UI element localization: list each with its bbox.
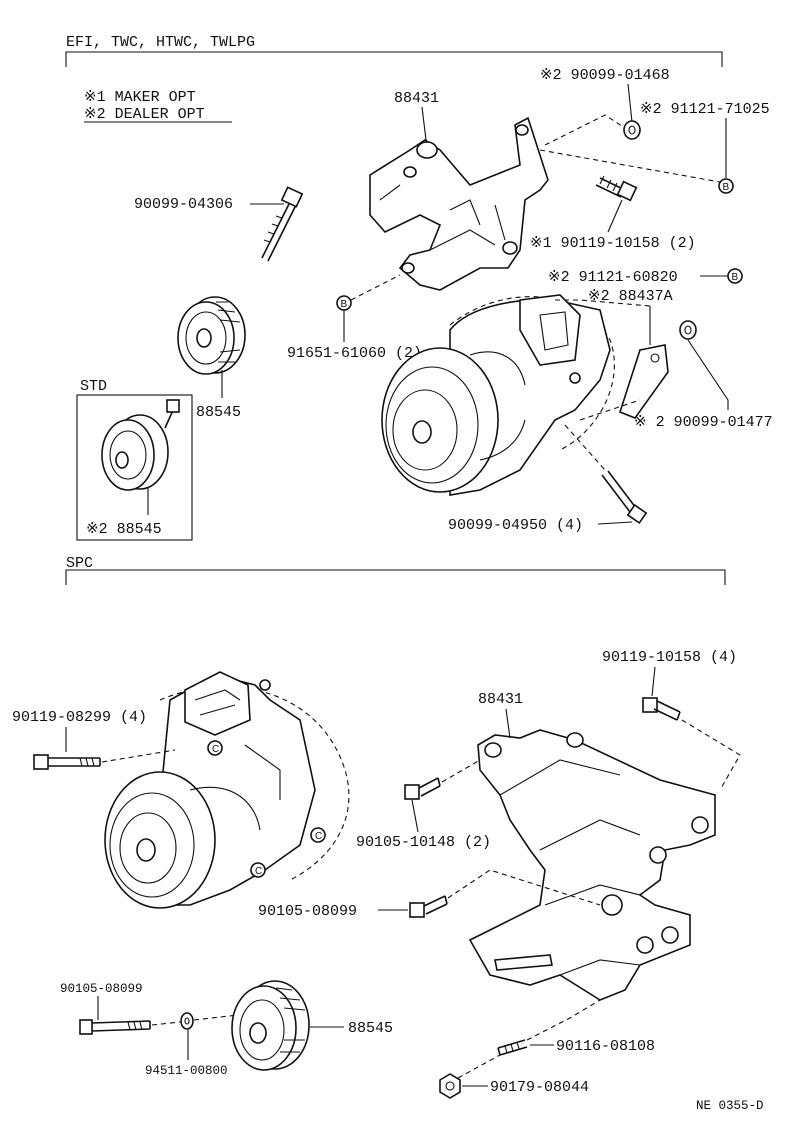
section-bracket-top <box>65 51 723 67</box>
bolt-90119-10158-spc <box>642 697 681 721</box>
dashed-line-90119-08299 <box>101 749 176 763</box>
label-91651-61060: 91651-61060 (2) <box>287 345 422 362</box>
label-88545-spc: 88545 <box>348 1020 393 1037</box>
bolt-90116-08108 <box>497 1039 528 1056</box>
label-90105-10148: 90105-10148 (2) <box>356 834 491 851</box>
svg-text:C: C <box>255 866 262 877</box>
note-maker-opt: ※1 MAKER OPT <box>84 89 196 106</box>
dashed-line-90105-08099-a <box>447 869 601 906</box>
bolt-90105-08099-a <box>409 895 448 918</box>
dashed-line-90116-08108 <box>526 999 601 1041</box>
label-90105-08099-a: 90105-08099 <box>258 903 357 920</box>
leader-90099-01477 <box>687 339 729 410</box>
bolt-90105-10148 <box>404 777 441 800</box>
leader-90119-10158-top <box>607 199 623 233</box>
nut-90179-08044 <box>439 1073 461 1099</box>
washer-90099-01477 <box>679 320 697 340</box>
svg-text:C: C <box>315 831 322 842</box>
label-90099-01477: ※ 2 90099-01477 <box>634 414 773 431</box>
leader-90099-01468 <box>627 83 633 123</box>
figure-code: NE 0355-D <box>696 1099 764 1113</box>
dashed-line-pulley-spc-b <box>193 1014 239 1021</box>
compressor-spc: C C C <box>104 671 350 909</box>
dashed-lines-compressor-top <box>555 299 651 471</box>
label-88437A: ※2 88437A <box>588 288 673 305</box>
label-90099-01468: ※2 90099-01468 <box>540 67 670 84</box>
label-88431-top: 88431 <box>394 90 439 107</box>
bolt-90119-10158-top <box>595 175 638 202</box>
bolt-90105-08099-b <box>79 1019 151 1035</box>
leader-88431-top <box>421 106 427 141</box>
leader-90099-04950 <box>597 521 633 525</box>
svg-text:B: B <box>341 299 348 310</box>
note-dealer-opt: ※2 DEALER OPT <box>84 106 205 123</box>
pulley-88545-std <box>101 399 180 491</box>
dashed-line-90179-08044 <box>457 1054 501 1079</box>
label-94511-00800: 94511-00800 <box>145 1064 228 1078</box>
dashed-line-90105-10148 <box>441 759 481 783</box>
compressor-top <box>381 294 615 496</box>
section-title-std: STD <box>80 378 107 395</box>
section-title-spc: SPC <box>66 555 93 572</box>
svg-text:B: B <box>732 272 739 283</box>
label-88545-top: 88545 <box>196 404 241 421</box>
label-90099-04950: 90099-04950 (4) <box>448 517 583 534</box>
leader-90119-10158-spc <box>651 666 656 697</box>
label-90116-08108: 90116-08108 <box>556 1038 655 1055</box>
section-title-efi: EFI, TWC, HTWC, TWLPG <box>66 34 255 51</box>
bolt-90099-04950 <box>601 470 648 525</box>
dashed-line-90119-10158-spc <box>681 719 741 791</box>
ref-b-marker-1 <box>718 178 734 194</box>
dashed-line-top-right <box>539 114 721 183</box>
ref-b-marker-3 <box>727 268 743 284</box>
label-90099-04306: 90099-04306 <box>134 196 233 213</box>
label-90119-10158-top: ※1 90119-10158 (2) <box>530 235 696 252</box>
dashed-line-b2 <box>350 274 401 301</box>
label-90105-08099-b: 90105-08099 <box>60 982 143 996</box>
svg-text:B: B <box>723 182 730 193</box>
bracket-88431-spc <box>468 729 716 1001</box>
bracket-88431-top <box>369 116 549 291</box>
leader-90105-10148 <box>411 799 419 833</box>
label-90179-08044: 90179-08044 <box>490 1079 589 1096</box>
label-90119-10158-spc: 90119-10158 (4) <box>602 649 737 666</box>
washer-94511-00800 <box>180 1012 194 1030</box>
washer-90099-01468 <box>623 120 641 140</box>
pulley-88545-spc <box>231 980 310 1071</box>
label-88431-spc: 88431 <box>478 691 523 708</box>
label-91121-71025: ※2 91121-71025 <box>640 101 770 118</box>
pulley-88545-top <box>177 296 246 375</box>
label-90119-08299: 90119-08299 (4) <box>12 709 147 726</box>
bolt-90099-04306 <box>261 186 304 262</box>
label-88545-std: ※2 88545 <box>86 521 162 538</box>
label-91121-60820: ※2 91121-60820 <box>548 269 678 286</box>
bracket-88437A <box>619 344 669 419</box>
section-bracket-spc <box>65 569 726 585</box>
bolt-90119-08299 <box>33 754 101 770</box>
std-box <box>76 394 193 541</box>
svg-text:C: C <box>212 744 219 755</box>
dashed-line-pulley-spc-a <box>151 1021 181 1026</box>
leader-88431-spc <box>505 708 511 739</box>
